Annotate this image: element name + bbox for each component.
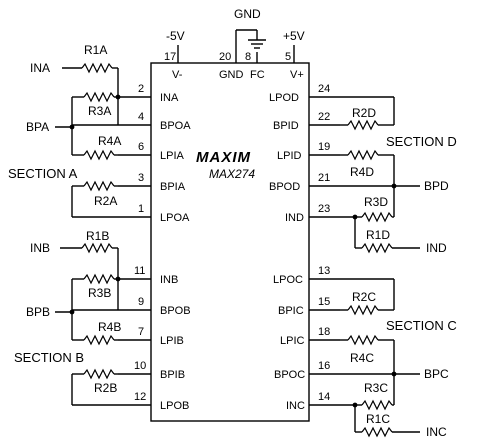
svg-text:GND: GND <box>234 7 261 21</box>
svg-text:R2D: R2D <box>352 106 376 120</box>
svg-text:20: 20 <box>219 51 231 63</box>
section-d-wiring: R2D SECTION D R4D BPD R3D R1D IND <box>340 97 457 255</box>
svg-text:SECTION A: SECTION A <box>8 166 78 181</box>
svg-text:17: 17 <box>164 51 176 63</box>
top-pins: 17 V- -5V 20 GND GND 8 FC 5 V+ +5V <box>164 7 305 81</box>
svg-text:19: 19 <box>318 141 330 153</box>
svg-text:15: 15 <box>318 296 330 308</box>
svg-text:INB: INB <box>160 274 178 286</box>
svg-text:11: 11 <box>134 265 145 277</box>
svg-text:BPOA: BPOA <box>160 120 191 132</box>
ic-body <box>150 62 310 422</box>
svg-text:R3C: R3C <box>364 381 388 395</box>
svg-text:22: 22 <box>318 111 330 123</box>
svg-text:6: 6 <box>138 141 144 153</box>
svg-text:LPIC: LPIC <box>280 335 305 347</box>
svg-text:4: 4 <box>138 111 144 123</box>
svg-text:LPOB: LPOB <box>160 400 189 412</box>
svg-text:R1C: R1C <box>366 412 390 426</box>
svg-text:23: 23 <box>318 203 330 215</box>
svg-text:BPD: BPD <box>424 179 449 193</box>
svg-text:R1B: R1B <box>86 229 109 243</box>
svg-text:IND: IND <box>285 212 304 224</box>
svg-text:INC: INC <box>426 425 447 439</box>
svg-text:BPID: BPID <box>273 120 299 132</box>
svg-text:12: 12 <box>134 391 146 403</box>
svg-text:8: 8 <box>245 51 251 63</box>
svg-text:R4D: R4D <box>350 165 374 179</box>
svg-text:IND: IND <box>426 241 447 255</box>
svg-text:BPOB: BPOB <box>160 305 191 317</box>
svg-text:LPIB: LPIB <box>160 335 184 347</box>
svg-text:24: 24 <box>318 83 330 95</box>
svg-text:BPB: BPB <box>26 305 50 319</box>
section-b-wiring: INB R1B R3B BPB R4B SECTION B R2B <box>14 229 121 406</box>
svg-text:BPOD: BPOD <box>269 181 300 193</box>
svg-text:R4C: R4C <box>350 351 374 365</box>
svg-text:R2B: R2B <box>94 381 117 395</box>
svg-text:INB: INB <box>30 241 50 255</box>
svg-text:R3D: R3D <box>364 195 388 209</box>
svg-text:18: 18 <box>318 326 330 338</box>
svg-text:BPA: BPA <box>26 120 49 134</box>
svg-text:10: 10 <box>134 360 146 372</box>
svg-text:V+: V+ <box>290 69 304 81</box>
svg-text:+5V: +5V <box>283 29 305 43</box>
svg-text:BPOC: BPOC <box>274 369 305 381</box>
svg-text:INA: INA <box>30 61 50 75</box>
svg-text:14: 14 <box>318 391 330 403</box>
svg-text:16: 16 <box>318 360 330 372</box>
svg-text:R2C: R2C <box>352 290 376 304</box>
svg-text:3: 3 <box>138 172 144 184</box>
svg-text:9: 9 <box>138 296 144 308</box>
svg-text:R1D: R1D <box>366 228 390 242</box>
svg-text:LPOC: LPOC <box>273 274 303 286</box>
svg-text:FC: FC <box>250 69 265 81</box>
svg-text:2: 2 <box>138 83 144 95</box>
right-pins: 24 LPOD 22 BPID 19 LPID 21 BPOD 23 IND 1… <box>269 83 394 412</box>
svg-text:GND: GND <box>219 69 244 81</box>
svg-text:21: 21 <box>318 172 330 184</box>
svg-text:13: 13 <box>318 265 330 277</box>
maxim-logo: MAXIM <box>196 149 251 166</box>
svg-text:SECTION B: SECTION B <box>14 350 84 365</box>
part-number: MAX274 <box>209 167 255 181</box>
svg-text:LPOA: LPOA <box>160 212 190 224</box>
svg-text:7: 7 <box>138 326 144 338</box>
svg-text:5: 5 <box>285 51 291 63</box>
svg-text:BPIB: BPIB <box>160 369 185 381</box>
svg-text:SECTION C: SECTION C <box>386 318 457 333</box>
svg-text:SECTION D: SECTION D <box>386 134 457 149</box>
section-c-wiring: R2C SECTION C R4C BPC R3C R1C INC <box>340 279 457 439</box>
svg-text:R2A: R2A <box>94 194 117 208</box>
svg-text:-5V: -5V <box>166 29 185 43</box>
svg-text:BPIC: BPIC <box>278 305 304 317</box>
svg-text:BPC: BPC <box>424 367 449 381</box>
svg-text:INC: INC <box>286 400 305 412</box>
svg-text:LPIA: LPIA <box>160 150 185 162</box>
svg-text:1: 1 <box>138 203 144 215</box>
svg-text:V-: V- <box>172 69 183 81</box>
svg-text:R4A: R4A <box>98 134 121 148</box>
svg-text:R3A: R3A <box>88 104 111 118</box>
svg-text:INA: INA <box>160 92 179 104</box>
svg-text:R4B: R4B <box>98 320 121 334</box>
left-pins: 2 INA 4 BPOA 6 LPIA 3 BPIA 1 LPOA 11 INB… <box>118 83 191 412</box>
section-a-wiring: INA R1A R3A BPA R4A SECTION A R2A <box>8 43 121 218</box>
svg-text:R3B: R3B <box>88 286 111 300</box>
svg-text:LPOD: LPOD <box>269 92 299 104</box>
svg-text:R1A: R1A <box>84 43 107 57</box>
svg-text:LPID: LPID <box>277 150 302 162</box>
svg-text:BPIA: BPIA <box>160 181 186 193</box>
